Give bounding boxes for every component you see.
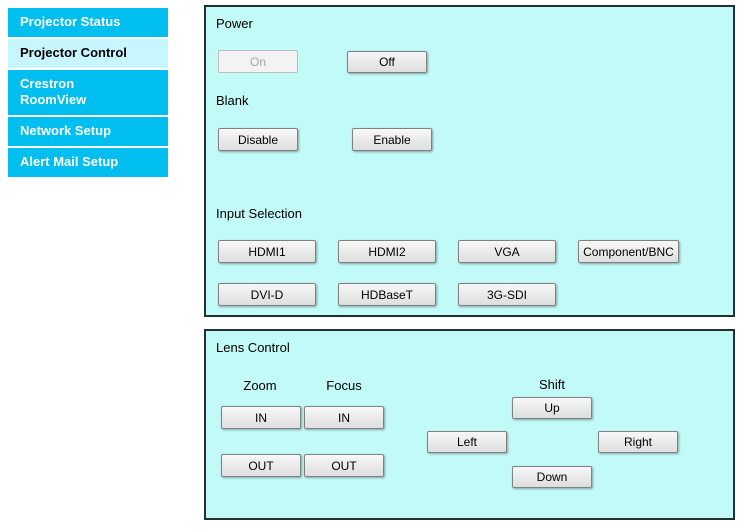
focus-column-label: Focus xyxy=(326,378,362,393)
shift-up-button[interactable]: Up xyxy=(512,397,592,419)
blank-enable-button[interactable]: Enable xyxy=(352,128,432,151)
power-off-button[interactable]: Off xyxy=(347,51,427,73)
blank-section-label: Blank xyxy=(216,93,249,108)
input-selection-label: Input Selection xyxy=(216,206,303,221)
input-hdmi1-button[interactable]: HDMI1 xyxy=(218,240,316,263)
sidebar-item-projector-status[interactable]: Projector Status xyxy=(8,8,168,37)
sidebar-item-projector-control[interactable]: Projector Control xyxy=(8,39,168,68)
shift-right-button[interactable]: Right xyxy=(598,431,678,453)
power-section-label: Power xyxy=(216,16,253,31)
lens-control-panel: Lens Control Zoom Focus IN IN OUT OUT Sh… xyxy=(204,329,735,520)
input-3g-sdi-button[interactable]: 3G-SDI xyxy=(458,283,556,306)
input-hdbaset-button[interactable]: HDBaseT xyxy=(338,283,436,306)
sidebar-item-crestron-roomview[interactable]: Crestron RoomView xyxy=(8,70,168,115)
shift-left-button[interactable]: Left xyxy=(427,431,507,453)
sidebar-menu: Projector Status Projector Control Crest… xyxy=(8,8,168,179)
input-vga-button[interactable]: VGA xyxy=(458,240,556,263)
input-hdmi2-button[interactable]: HDMI2 xyxy=(338,240,436,263)
input-component-bnc-button[interactable]: Component/BNC xyxy=(578,240,679,263)
zoom-in-button[interactable]: IN xyxy=(221,406,301,429)
input-dvi-d-button[interactable]: DVI-D xyxy=(218,283,316,306)
shift-section-label: Shift xyxy=(538,377,565,392)
projector-control-panel: Power On Off Blank Disable Enable Input … xyxy=(204,5,735,317)
zoom-column-label: Zoom xyxy=(243,378,277,393)
zoom-out-button[interactable]: OUT xyxy=(221,454,301,477)
focus-out-button[interactable]: OUT xyxy=(304,454,384,477)
lens-control-label: Lens Control xyxy=(216,340,290,355)
sidebar-item-network-setup[interactable]: Network Setup xyxy=(8,117,168,146)
sidebar-item-alert-mail-setup[interactable]: Alert Mail Setup xyxy=(8,148,168,177)
blank-disable-button[interactable]: Disable xyxy=(218,128,298,151)
shift-down-button[interactable]: Down xyxy=(512,466,592,488)
power-on-button: On xyxy=(218,50,298,73)
focus-in-button[interactable]: IN xyxy=(304,406,384,429)
